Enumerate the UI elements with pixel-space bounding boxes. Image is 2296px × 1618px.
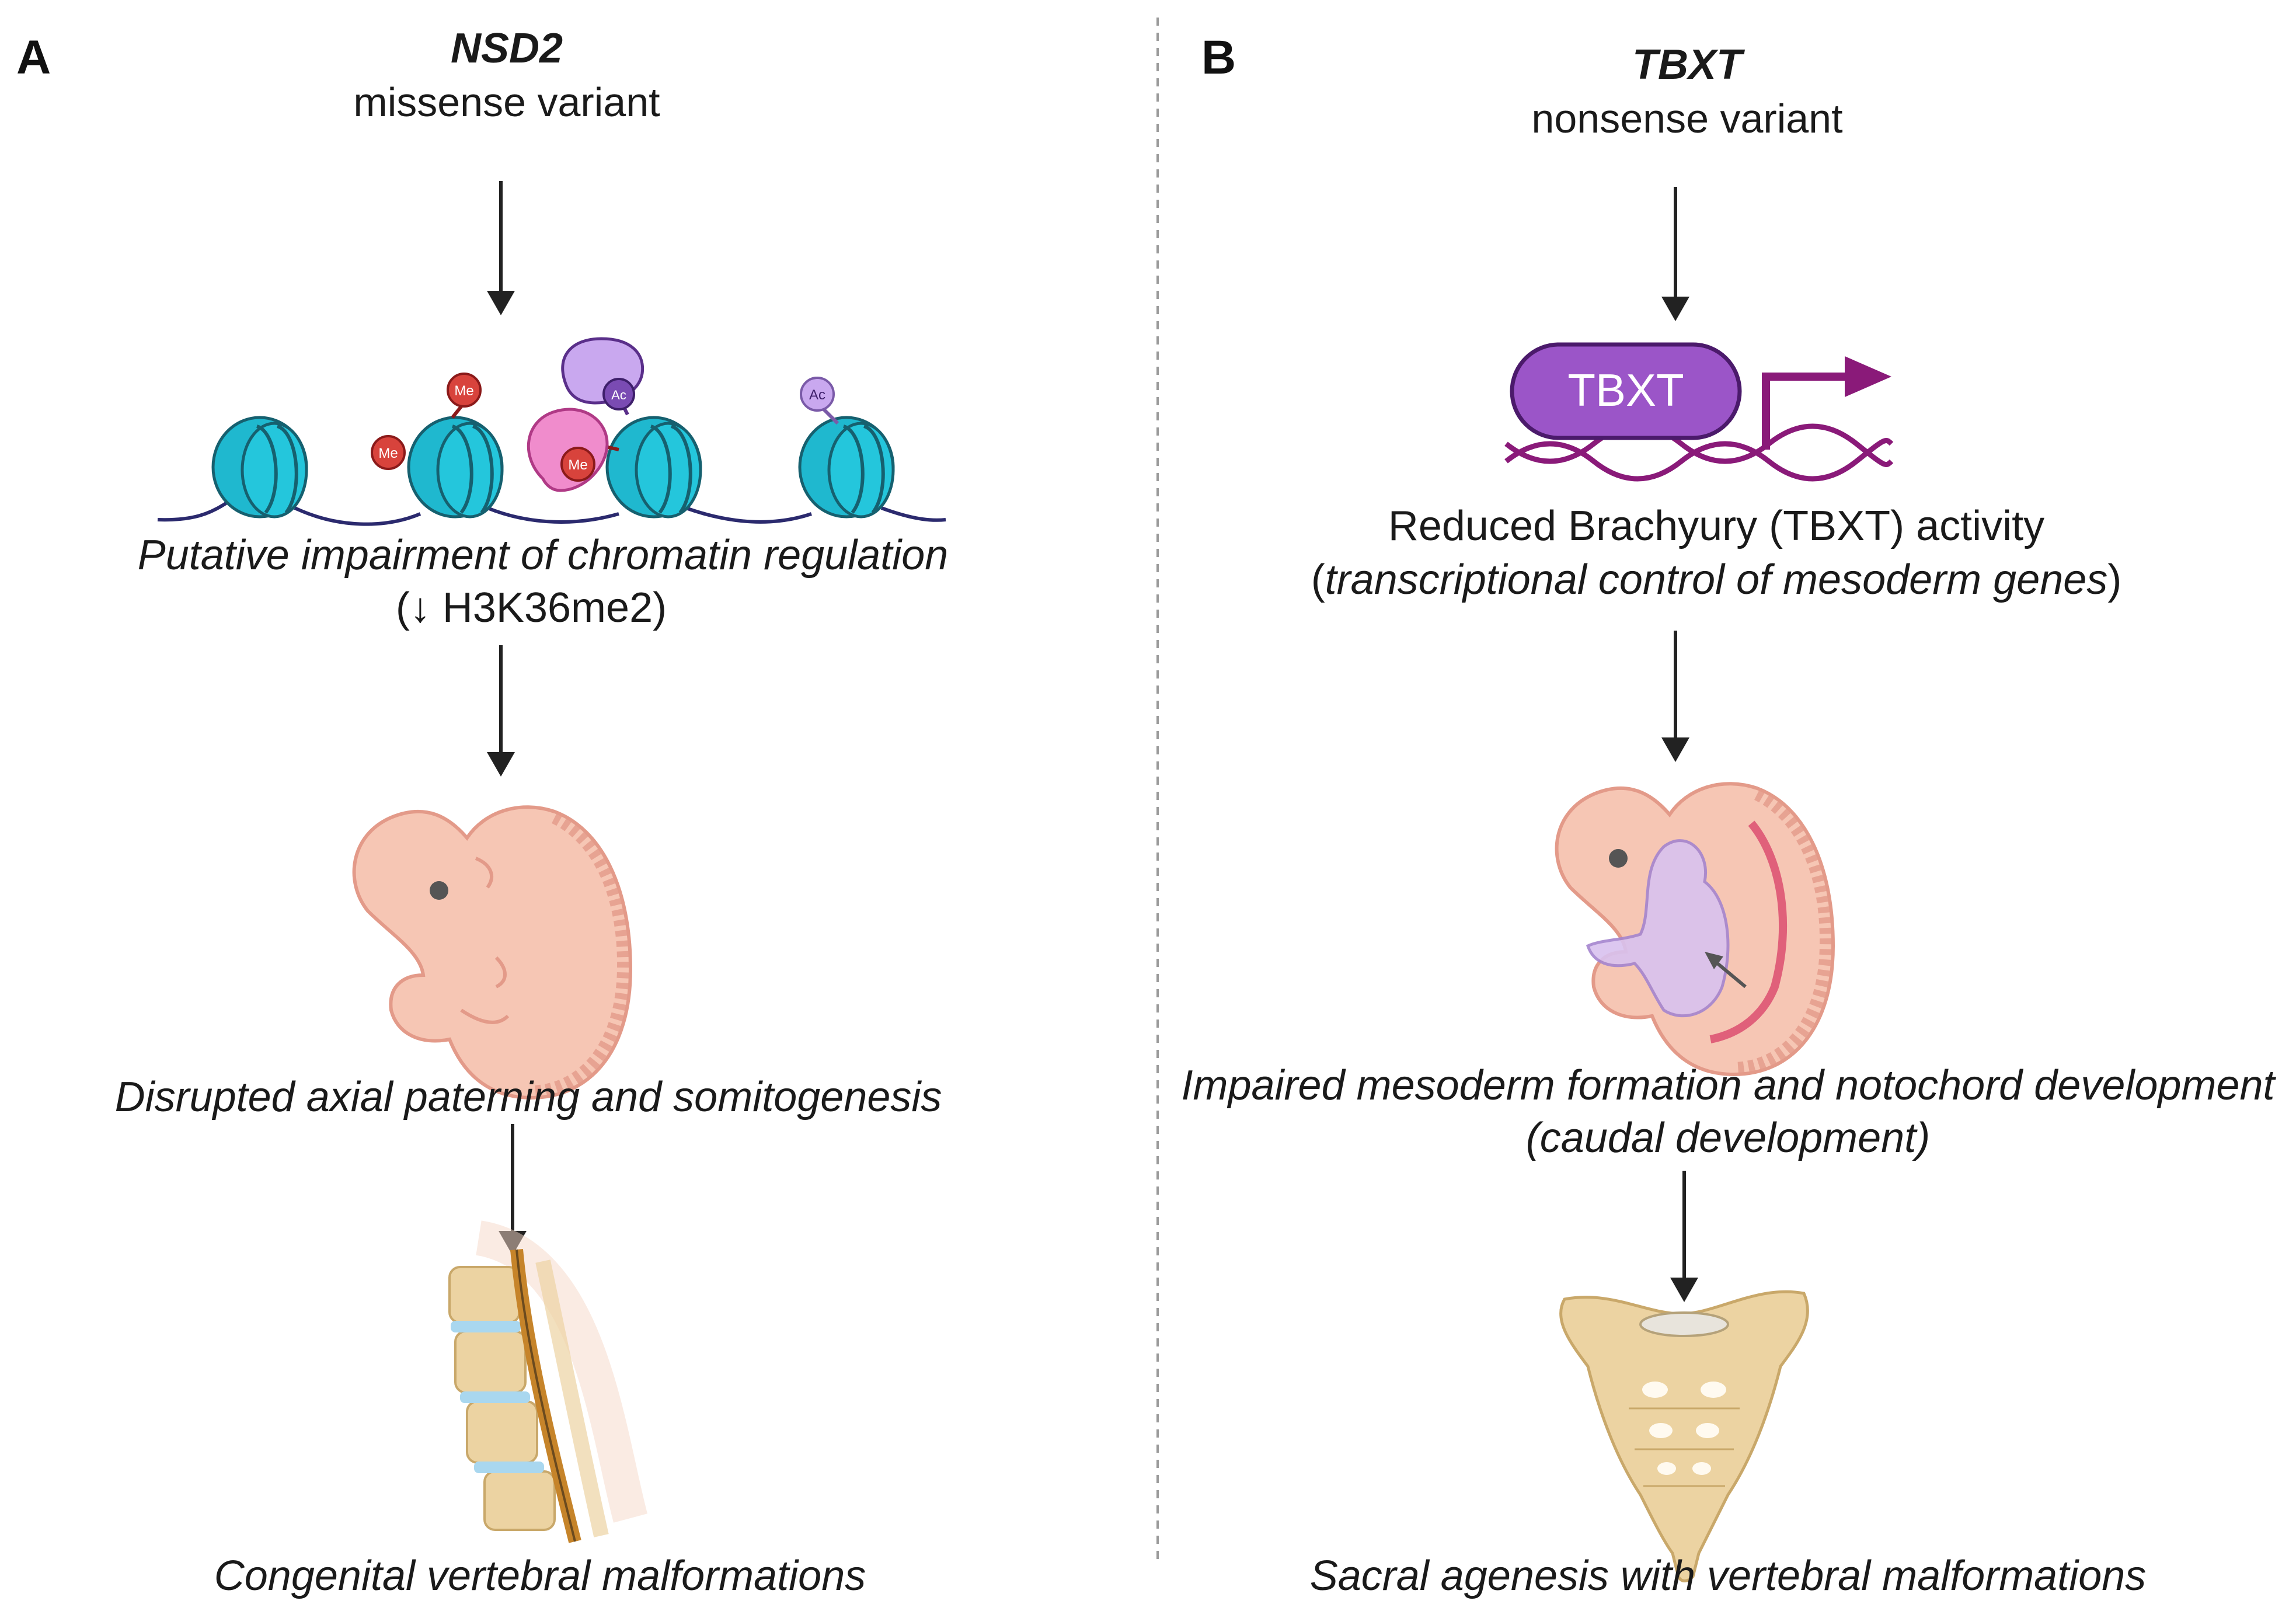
svg-text:Me: Me — [568, 457, 587, 473]
svg-text:Me: Me — [378, 446, 398, 461]
panel-a-step1-detail: (↓ H3K36me2) — [395, 584, 667, 631]
panel-a-label: A — [16, 31, 51, 84]
sacrum-illustration — [1559, 1290, 1809, 1582]
notochord — [1709, 820, 1788, 1043]
acetyl-mark: Ac — [800, 377, 835, 412]
dna-strand — [157, 500, 946, 526]
tbxt-illustration: TBXT — [1504, 342, 1894, 482]
spine-illustration — [448, 1220, 647, 1543]
acetyl-mark: Ac — [602, 378, 635, 410]
nucleosome — [605, 416, 702, 519]
panel-b-label: B — [1201, 31, 1236, 84]
panel-b-step1: Reduced Brachyury (TBXT) activity — [1388, 503, 2045, 549]
tbxt-protein — [1510, 342, 1742, 440]
panel-b-step2: Impaired mesoderm formation and notochor… — [1181, 1062, 2275, 1109]
panel-a-step2: Disrupted axial paterning and somitogene… — [114, 1074, 942, 1121]
panel-b-step3: Sacral agenesis with vertebral malformat… — [1309, 1553, 2147, 1599]
panel-b-step1-detail: (transcriptional control of mesoderm gen… — [1311, 556, 2122, 603]
nucleosome — [211, 416, 308, 519]
svg-text:Me: Me — [454, 383, 473, 399]
nucleosome — [407, 416, 504, 519]
nucleosome — [798, 416, 895, 519]
methyl-mark: Me — [560, 447, 595, 482]
arrow-b3 — [1670, 1171, 1698, 1302]
panel-b-variant: nonsense variant — [1531, 96, 1843, 141]
arrow-b1 — [1661, 187, 1689, 321]
methyl-mark: Me — [371, 435, 406, 470]
svg-text:Ac: Ac — [809, 387, 825, 403]
panel-a-step3: Congenital vertebral malformations — [214, 1553, 866, 1599]
panel-a-step1: Putative impairment of chromatin regulat… — [137, 532, 949, 579]
methyl-mark: Me — [447, 373, 482, 408]
tbxt-protein-label: TBXT — [1567, 364, 1684, 416]
panel-b-gene: TBXT — [1632, 41, 1742, 88]
arrow-a2 — [487, 645, 515, 777]
mesoderm-region — [1586, 839, 1730, 1018]
panel-b-step2-detail: (caudal development) — [1525, 1115, 1931, 1161]
panel-a-gene: NSD2 — [450, 25, 563, 72]
svg-text:Ac: Ac — [611, 388, 626, 402]
embryo-illustration — [352, 805, 633, 1100]
arrow-b2 — [1661, 631, 1689, 762]
panel-b-step1-detail-italic: transcriptional control of mesoderm gene… — [1325, 556, 2108, 603]
transcription-start-arrow — [1762, 356, 1891, 450]
panel-a-variant: missense variant — [353, 79, 660, 125]
arrow-a1 — [487, 181, 515, 315]
chromatin-illustration: Me Me Me Ac Ac — [157, 337, 946, 526]
embryo-illustration — [1555, 782, 1835, 1077]
